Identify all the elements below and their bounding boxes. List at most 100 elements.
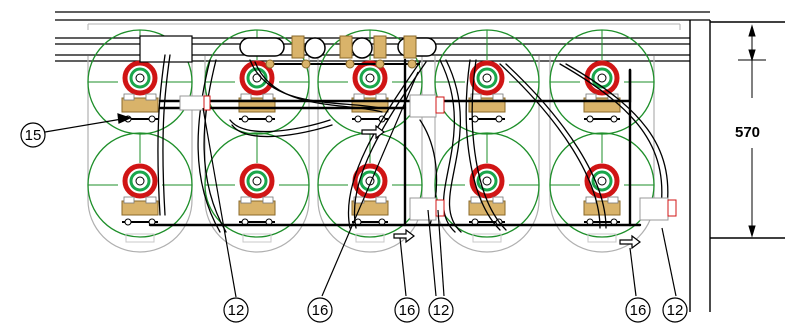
top-bracket — [87, 23, 681, 30]
tank-r1-c1-outlet-nut-right — [148, 115, 156, 123]
top-valve-body-4 — [403, 35, 417, 59]
tank-r2-c2-valve-cap-right — [262, 196, 274, 204]
tank-column-outline — [204, 56, 310, 253]
tank-column-foot — [125, 233, 155, 243]
callout-16-a: 16 — [307, 297, 333, 323]
right-wall — [689, 20, 785, 312]
tank-r1-c5-outlet-nut-right — [610, 115, 618, 123]
tank-r1-c5-valve-cap-left — [585, 93, 597, 101]
top-manifold-box — [139, 35, 193, 63]
tank-r1-c4-valve-core — [482, 73, 492, 83]
fitting-end-3 — [435, 199, 445, 217]
hoses — [157, 54, 669, 233]
leader-16-a — [321, 71, 419, 297]
tank-r2-c2-valve-body — [238, 200, 276, 216]
flow-arrows — [361, 124, 641, 250]
fitting-block-2 — [409, 94, 437, 118]
tank-r2-c3-valve-cap-right — [375, 196, 387, 204]
callout-12-b: 12 — [428, 297, 454, 323]
fitting-block-1 — [179, 95, 205, 111]
tank-r2-c2-valve-core — [252, 176, 262, 186]
tank-r1-c5-valve-core — [597, 73, 607, 83]
tank-r1-c2-valve-cap-right — [262, 93, 274, 101]
fitting-block-3 — [409, 197, 437, 221]
fitting-end-2 — [435, 96, 445, 114]
callout-12-b-label: 12 — [433, 302, 450, 319]
top-fitting-nut-5 — [407, 59, 417, 69]
top-fitting-nut-3 — [345, 59, 355, 69]
flow-arrow-3 — [619, 234, 641, 250]
top-valve-body-2 — [339, 35, 353, 59]
tank-r2-c4-valve-core — [482, 176, 492, 186]
dimension-line — [738, 24, 766, 238]
tank-r1-c5-outlet-nut-left — [586, 115, 594, 123]
leader-12-c — [661, 227, 677, 297]
callout-12-c-label: 12 — [667, 302, 684, 319]
leader-12-b1 — [427, 209, 437, 297]
callout-12-a: 12 — [223, 297, 249, 323]
tank-r1-c1-valve-body — [121, 97, 159, 113]
tank-r1-c3-outlet-nut-left — [354, 115, 362, 123]
flow-arrow-1 — [361, 124, 385, 140]
flow-arrow-2 — [393, 228, 415, 244]
top-valve-ring-2 — [351, 37, 373, 59]
leader-12-a — [202, 107, 237, 298]
callout-16-b-label: 16 — [399, 302, 416, 319]
top-pipe-capsule-1 — [239, 37, 285, 57]
callout-16-c: 16 — [625, 297, 651, 323]
tank-r2-c2-valve-cap-left — [240, 196, 252, 204]
tank-column-foot — [587, 233, 617, 243]
side-fittings — [179, 94, 677, 221]
callout-15-label: 15 — [25, 127, 42, 144]
top-fittings — [139, 35, 437, 69]
leader-lines — [44, 71, 677, 298]
tank-column-foot — [242, 233, 272, 243]
tank-r2-c1-valve-cap-left — [123, 196, 135, 204]
top-valve-ring-1 — [304, 37, 326, 59]
tank-r2-c5-valve-cap-right — [607, 196, 619, 204]
fitting-end-4 — [667, 199, 677, 217]
tank-r1-c1-valve-cap-left — [123, 93, 135, 101]
tank-r2-c3-valve-cap-left — [353, 196, 365, 204]
leader-16-b — [399, 237, 407, 297]
tank-r1-c3-valve-core — [365, 73, 375, 83]
fitting-block-4 — [639, 197, 669, 221]
callout-12-c: 12 — [662, 297, 688, 323]
tank-r1-c4-outlet-nut-right — [495, 115, 503, 123]
callout-15: 15 — [20, 122, 46, 148]
top-valve-body-1 — [291, 35, 305, 59]
tank-r1-c1-valve-core — [135, 73, 145, 83]
dimension-value: 570 — [735, 124, 760, 141]
leader-16-c — [629, 247, 637, 297]
callout-12-a-label: 12 — [228, 302, 245, 319]
leader-15-arrowhead — [117, 113, 132, 124]
tank-r1-c3-valve-cap-right — [375, 93, 387, 101]
tank-r1-c4-valve-cap-right — [492, 93, 504, 101]
tank-r1-c3-valve-cap-left — [353, 93, 365, 101]
callout-16-a-label: 16 — [312, 302, 329, 319]
tank-r2-c1-valve-body — [121, 200, 159, 216]
tank-r1-c2-outlet-nut-right — [265, 115, 273, 123]
tank-column-foot — [472, 233, 502, 243]
callout-16-b: 16 — [394, 297, 420, 323]
tank-r2-c1-outlet-nut-left — [124, 218, 132, 226]
top-fitting-nut-4 — [375, 59, 385, 69]
fitting-end-1 — [203, 95, 211, 111]
piping — [148, 54, 669, 233]
tank-r1-c1-valve-cap-right — [145, 93, 157, 101]
top-fitting-nut-2 — [301, 59, 311, 69]
tank-r2-c1-valve-cap-right — [145, 196, 157, 204]
tank-r2-c5-valve-core — [597, 176, 607, 186]
tank-r2-c4-valve-cap-right — [492, 196, 504, 204]
leader-12-b2 — [437, 209, 445, 297]
header-pipe-upper — [158, 68, 632, 103]
top-valve-body-3 — [373, 35, 387, 59]
callout-16-c-label: 16 — [630, 302, 647, 319]
tank-r2-c1-valve-core — [135, 176, 145, 186]
tank-r1-c2-valve-cap-left — [240, 93, 252, 101]
tank-r2-c5-valve-cap-left — [585, 196, 597, 204]
top-fitting-nut-1 — [265, 59, 275, 69]
tank-r1-c2-outlet-nut-left — [241, 115, 249, 123]
tank-column-foot — [355, 233, 385, 243]
